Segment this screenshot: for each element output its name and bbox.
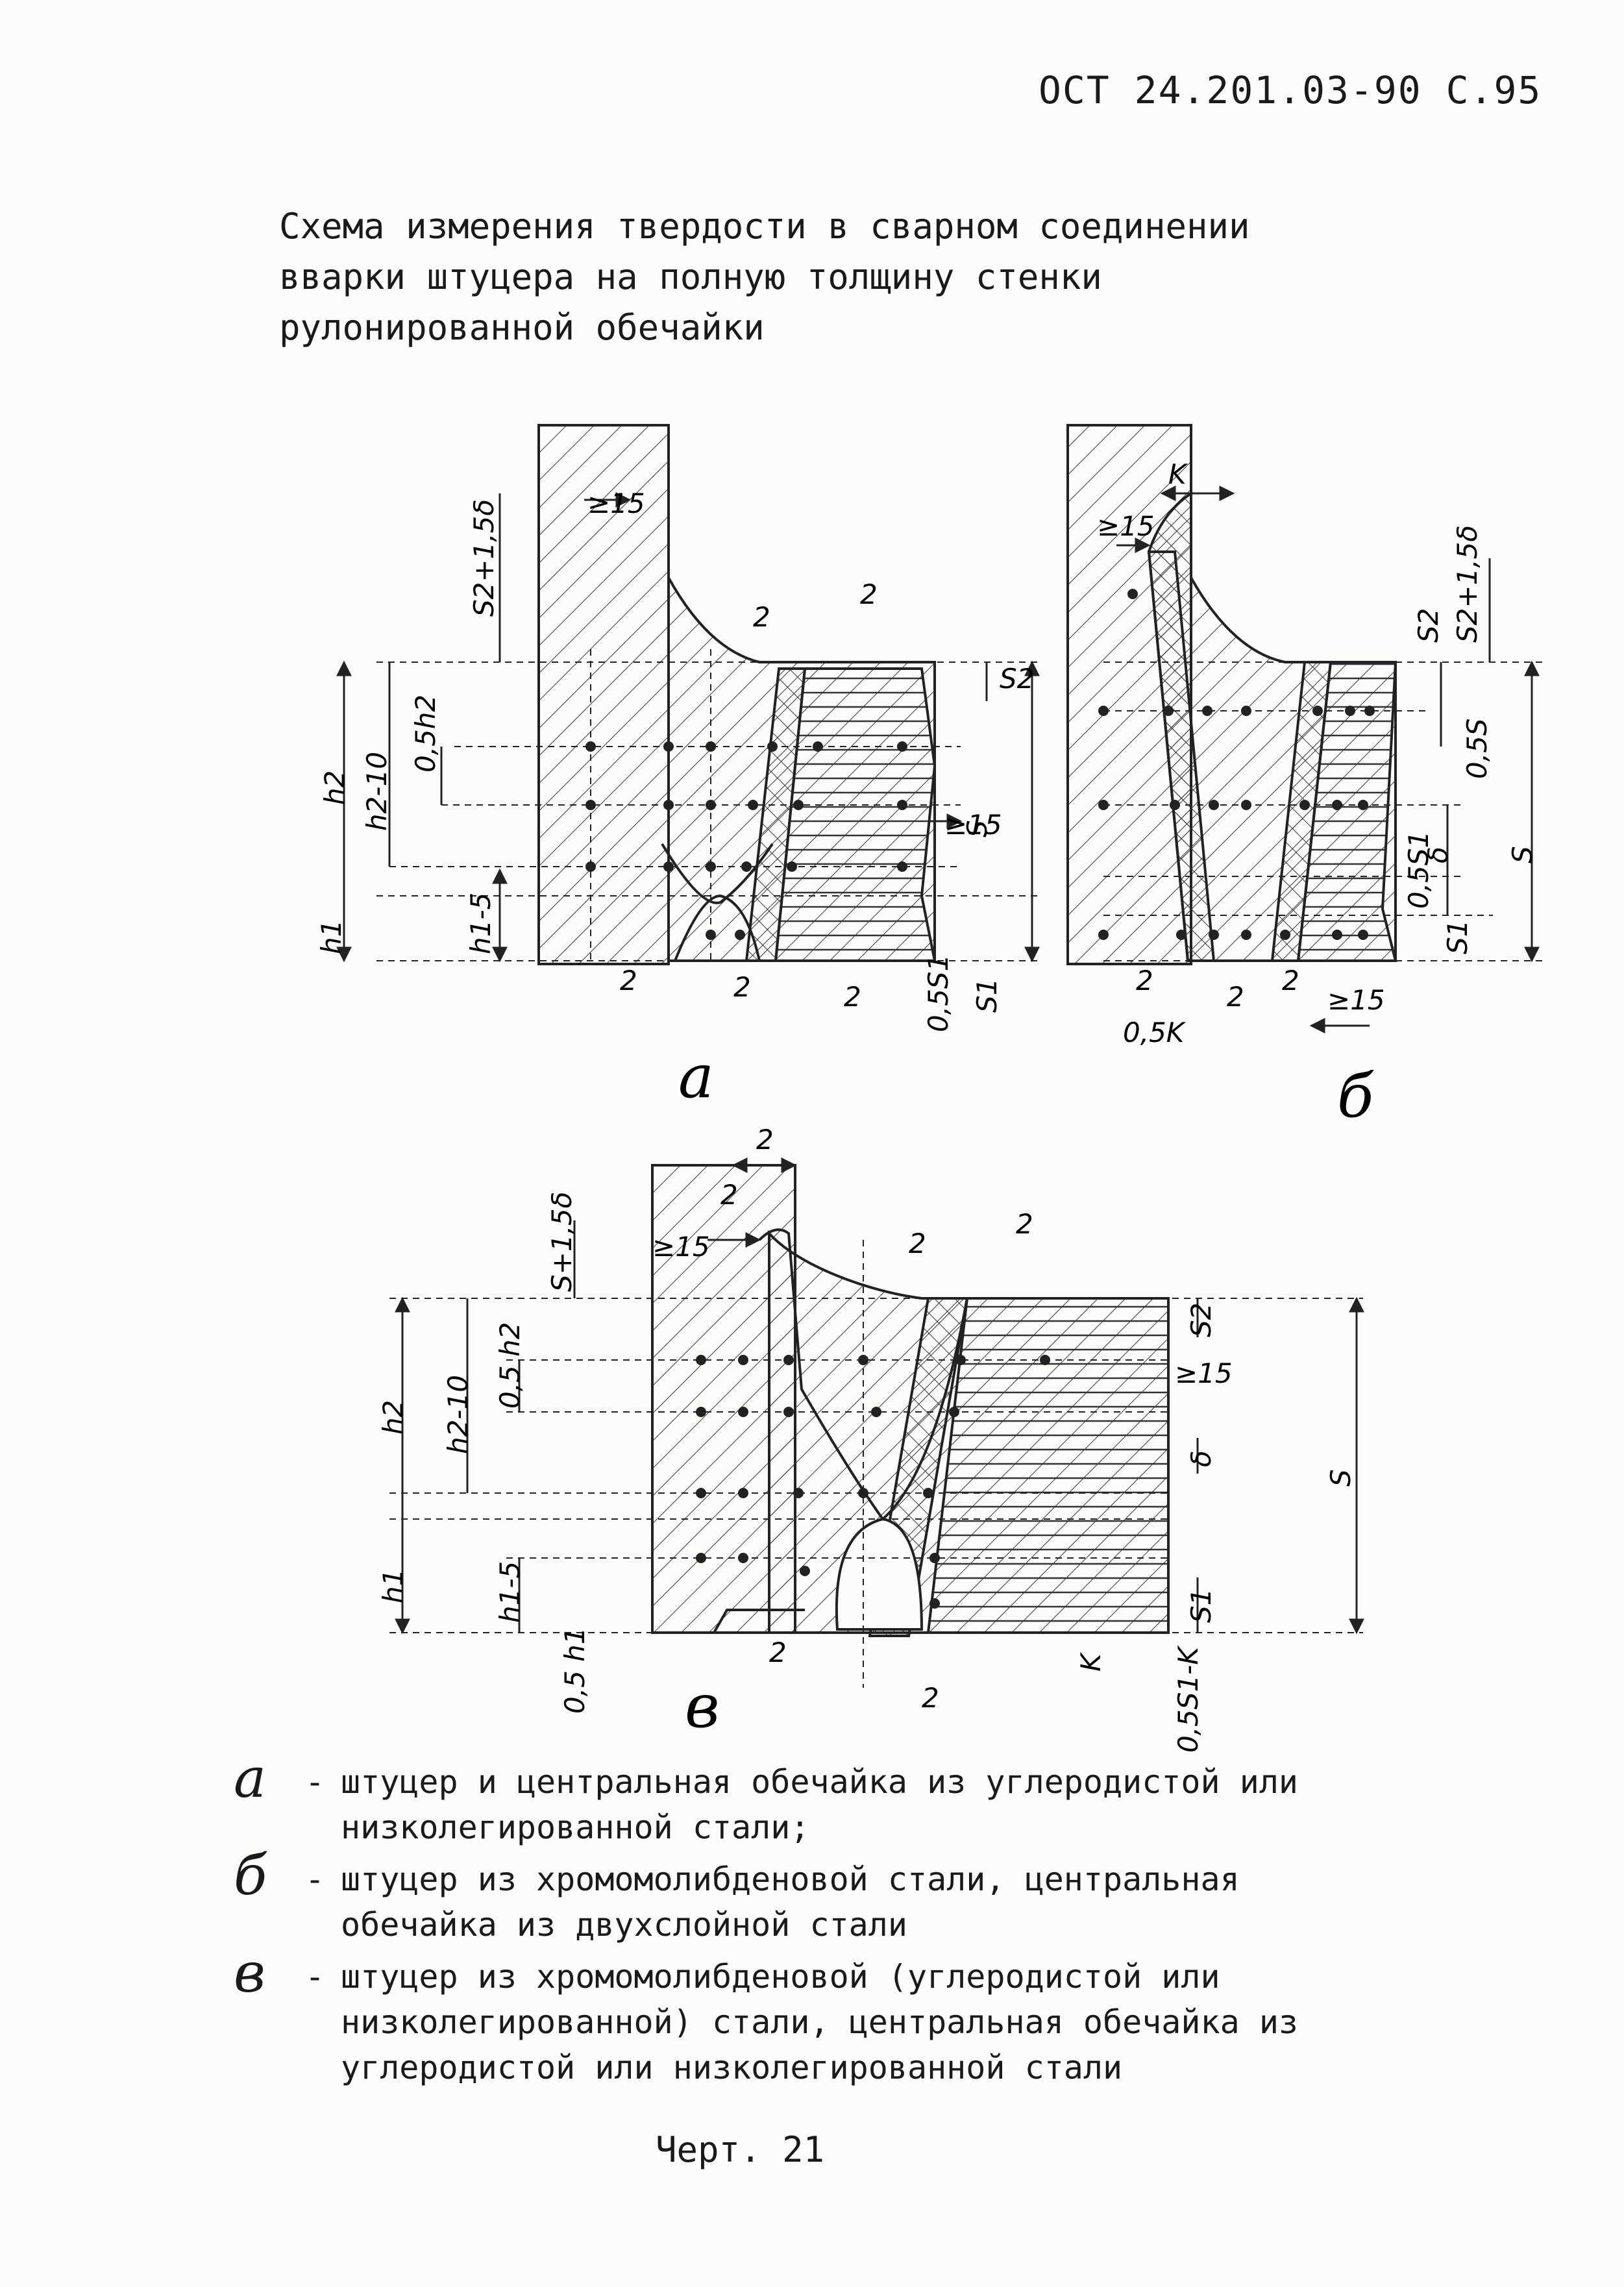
fig-a-dim-s2-15d: S2+1,5δ bbox=[468, 499, 500, 617]
figure-b bbox=[1066, 424, 1545, 1033]
fig-v-dim-two-bottom-a: 2 bbox=[769, 1637, 787, 1668]
fig-a-dim-h1: h1 bbox=[315, 920, 347, 954]
fig-v-dim-two-right-a: 2 bbox=[909, 1228, 926, 1259]
fig-a-dim-s2: S2 bbox=[1000, 663, 1034, 695]
fig-v-dim-delta: δ bbox=[1185, 1450, 1217, 1467]
fig-v-dim-ge15: ≥15 bbox=[652, 1231, 710, 1263]
fig-v-shell-layers bbox=[926, 1297, 1170, 1634]
fig-v-dim-s: S bbox=[1325, 1469, 1357, 1487]
fig-b-dim-s1: S1 bbox=[1442, 920, 1473, 954]
figure-v-labels: 2 2 S+1,5δ ≥15 2 2 S2 ≥15 δ S h2 h2-10 0… bbox=[377, 1124, 1357, 1753]
fig-b-label: б bbox=[1337, 1061, 1374, 1131]
fig-v-dim-k: K bbox=[1075, 1651, 1107, 1672]
fig-a-dim-two-bm: 2 bbox=[733, 971, 751, 1003]
figure-a bbox=[336, 424, 1040, 965]
fig-b-dim-s: S bbox=[1507, 846, 1538, 863]
fig-v-dim-half-h1: 0,5 h1 bbox=[559, 1627, 591, 1714]
fig-v-dim-h1: h1 bbox=[377, 1569, 409, 1603]
fig-a-dim-two-top-b: 2 bbox=[860, 578, 878, 610]
fig-b-hardness-points bbox=[1098, 589, 1375, 940]
fig-a-dim-h2: h2 bbox=[319, 771, 351, 805]
caption-v-text: штуцер из хромомолибденовой (углеродисто… bbox=[341, 1958, 1299, 2086]
fig-v-dim-ge15-right: ≥15 bbox=[1175, 1357, 1233, 1389]
fig-v-dim-half-s1-k: 0,5S1-K bbox=[1172, 1645, 1204, 1753]
fig-a-dim-two-bl: 2 bbox=[620, 965, 637, 996]
fig-v-dim-s1: S1 bbox=[1185, 1589, 1217, 1623]
fig-v-dim-h1-5: h1-5 bbox=[494, 1561, 526, 1623]
fig-a-hardness-points bbox=[585, 741, 907, 940]
fig-b-dim-s2-15d: S2+1,5δ bbox=[1451, 525, 1483, 643]
fig-a-label: а bbox=[678, 1042, 714, 1111]
fig-v-dim-h2-10: h2-10 bbox=[442, 1375, 474, 1454]
fig-b-dim-delta: δ bbox=[1422, 847, 1454, 863]
fig-a-dim-two-br: 2 bbox=[844, 981, 861, 1013]
fig-v-dim-half-h2: 0,5 h2 bbox=[494, 1322, 526, 1409]
fig-v-dim-two-right-b: 2 bbox=[1016, 1208, 1033, 1240]
figure-b-labels: K ≥15 S2 S2+1,5δ 0,5S S 0,5S1 δ S1 2 2 2… bbox=[1097, 458, 1538, 1131]
fig-v-dim-two-bottom-b: 2 bbox=[922, 1682, 939, 1714]
fig-a-dim-s1: S1 bbox=[971, 978, 1003, 1013]
fig-b-dim-two-r: 2 bbox=[1282, 965, 1299, 996]
fig-a-dim-half-h2: 0,5h2 bbox=[410, 695, 441, 773]
fig-a-dim-ge15-right: ≥15 bbox=[944, 809, 1002, 841]
fig-a-dim-h1-5: h1-5 bbox=[465, 893, 497, 954]
fig-a-nozzle-wall bbox=[537, 424, 670, 965]
figure-a-labels: S2+1,5δ ≥15 2 2 S2 h2 h2-10 0,5h2 S ≥15 … bbox=[315, 488, 1034, 1111]
fig-v-dim-s-15d: S+1,5δ bbox=[546, 1192, 578, 1292]
fig-b-dim-half-s1: 0,5S1 bbox=[1403, 831, 1434, 909]
fig-a-dim-h2-10: h2-10 bbox=[361, 752, 393, 831]
fig-b-dim-ge15-bottom: ≥15 bbox=[1327, 984, 1385, 1016]
fig-b-dim-two-m: 2 bbox=[1227, 981, 1244, 1013]
fig-v-dim-two-inner: 2 bbox=[720, 1179, 738, 1211]
caption-a-dash: - bbox=[305, 1763, 325, 1801]
fig-v-dim-h2: h2 bbox=[377, 1400, 409, 1435]
caption-a-text: штуцер и центральная обечайка из углерод… bbox=[341, 1763, 1299, 1846]
caption-b-letter: б bbox=[234, 1844, 267, 1907]
caption-a-letter: а bbox=[234, 1746, 267, 1810]
fig-a-dim-s: S bbox=[961, 820, 993, 837]
caption-b-dash: - bbox=[305, 1861, 325, 1898]
figure-number: Черт. 21 bbox=[656, 2129, 825, 2170]
document-reference: ОСТ 24.201.03-90 С.95 bbox=[1039, 68, 1542, 112]
caption-v-dash: - bbox=[305, 1958, 325, 1996]
fig-v-label: в bbox=[685, 1672, 720, 1741]
fig-a-dim-half-s1: 0,5S1 bbox=[922, 954, 954, 1032]
diagram-title: Схема измерения твердости в сварном соед… bbox=[279, 206, 1250, 348]
fig-b-dim-two-l: 2 bbox=[1136, 965, 1153, 996]
fig-b-dim-s2: S2 bbox=[1412, 608, 1444, 643]
fig-b-dim-ge15: ≥15 bbox=[1097, 510, 1155, 542]
fig-b-dim-k: K bbox=[1168, 458, 1188, 490]
figure-v bbox=[389, 1157, 1364, 1688]
caption-v-letter: в bbox=[234, 1941, 265, 2005]
fig-v-dim-s2: S2 bbox=[1185, 1303, 1217, 1337]
fig-a-dim-two-top: 2 bbox=[753, 601, 770, 633]
fig-v-dim-two-top: 2 bbox=[756, 1124, 774, 1156]
fig-a-dim-ge15: ≥15 bbox=[587, 488, 645, 519]
fig-b-dim-half-s: 0,5S bbox=[1461, 719, 1493, 779]
fig-v-hardness-points bbox=[696, 1355, 1050, 1609]
fig-b-dim-half-k: 0,5K bbox=[1123, 1017, 1187, 1048]
caption-b-text: штуцер из хромомолибденовой стали, центр… bbox=[341, 1861, 1240, 1944]
